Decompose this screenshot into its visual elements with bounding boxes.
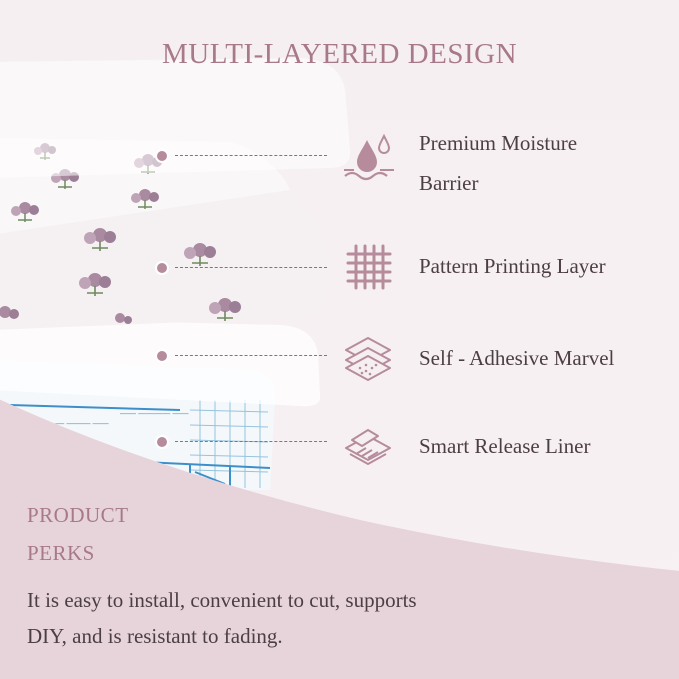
perks-title-line1: PRODUCT (27, 503, 129, 527)
layer-label-moisture-line2: Barrier (419, 171, 479, 195)
dashed-leader-line (175, 355, 327, 356)
perks-title-line2: PERKS (27, 541, 95, 565)
layer-connector-adhesive (155, 346, 655, 366)
adhesive-layers-icon (345, 337, 391, 381)
perks-description: It is easy to install, convenient to cut… (27, 582, 527, 654)
dashed-leader-line (175, 267, 327, 268)
layer-connector-liner (155, 432, 655, 452)
layer-label-moisture-line1: Premium Moisture (419, 131, 578, 155)
connector-dot (155, 349, 169, 363)
moisture-barrier-sheet (0, 58, 351, 178)
connector-dot (155, 435, 169, 449)
perks-text-line2: DIY, and is resistant to fading. (27, 624, 283, 648)
svg-text:—— ———— ——: —— ———— —— (120, 409, 188, 418)
perks-title: PRODUCT PERKS (27, 496, 129, 572)
connector-dot (155, 261, 169, 275)
layer-label-liner: Smart Release Liner (419, 434, 591, 458)
bottom-band (0, 399, 679, 679)
perks-text-line1: It is easy to install, convenient to cut… (27, 588, 417, 612)
layer-label-adhesive: Self - Adhesive Marvel (419, 346, 615, 370)
release-liner-icon (345, 429, 391, 465)
layer-label-pattern: Pattern Printing Layer (419, 254, 606, 278)
connector-dot (155, 149, 169, 163)
layer-connector-pattern (155, 258, 655, 278)
svg-text:—— —— ——— ——: —— —— ——— —— (30, 419, 109, 428)
dashed-leader-line (175, 441, 327, 442)
page-title: MULTI-LAYERED DESIGN (161, 38, 518, 70)
moisture-drops-icon (344, 133, 394, 181)
layer-connector-moisture (155, 146, 655, 166)
dashed-leader-line (175, 155, 327, 156)
grid-pattern-icon (346, 244, 392, 290)
